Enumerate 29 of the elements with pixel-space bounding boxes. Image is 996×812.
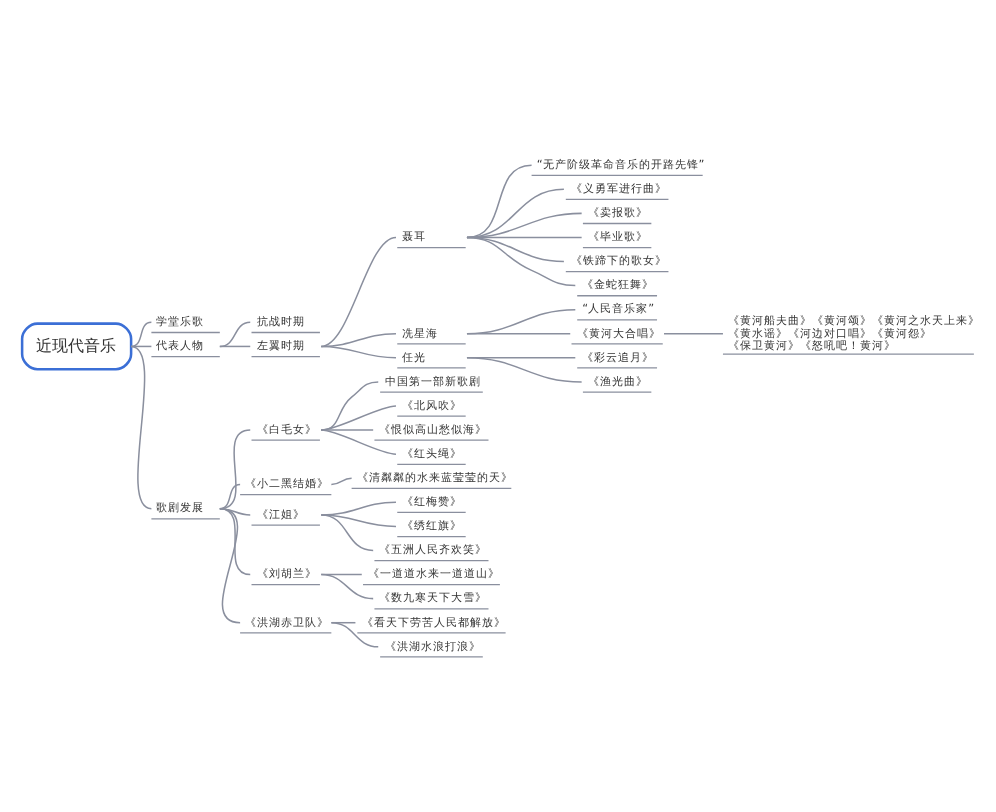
- connector: [320, 236, 397, 348]
- connector: [219, 507, 251, 576]
- connector: [320, 514, 374, 552]
- connector: [466, 164, 533, 239]
- connector: [320, 405, 397, 431]
- connector: [320, 333, 397, 348]
- connector: [130, 345, 153, 510]
- connector: [219, 507, 241, 624]
- connector: [320, 429, 374, 431]
- connector: [219, 345, 251, 348]
- connector: [466, 308, 577, 335]
- connector: [320, 514, 397, 528]
- connector: [466, 357, 583, 383]
- connector: [330, 477, 353, 486]
- connector: [219, 321, 251, 348]
- connector: [130, 321, 153, 348]
- connector: [320, 345, 397, 359]
- connector: [663, 333, 724, 335]
- node-box: 近现代音乐: [20, 322, 133, 371]
- connector: [130, 345, 153, 348]
- connector: [466, 333, 571, 335]
- connector: [320, 429, 397, 455]
- connector: [219, 429, 251, 510]
- connector: [320, 573, 374, 600]
- connector: [330, 621, 379, 648]
- connector: [219, 483, 241, 510]
- connector: [466, 236, 577, 287]
- connector: [466, 188, 565, 239]
- connector: [320, 381, 379, 431]
